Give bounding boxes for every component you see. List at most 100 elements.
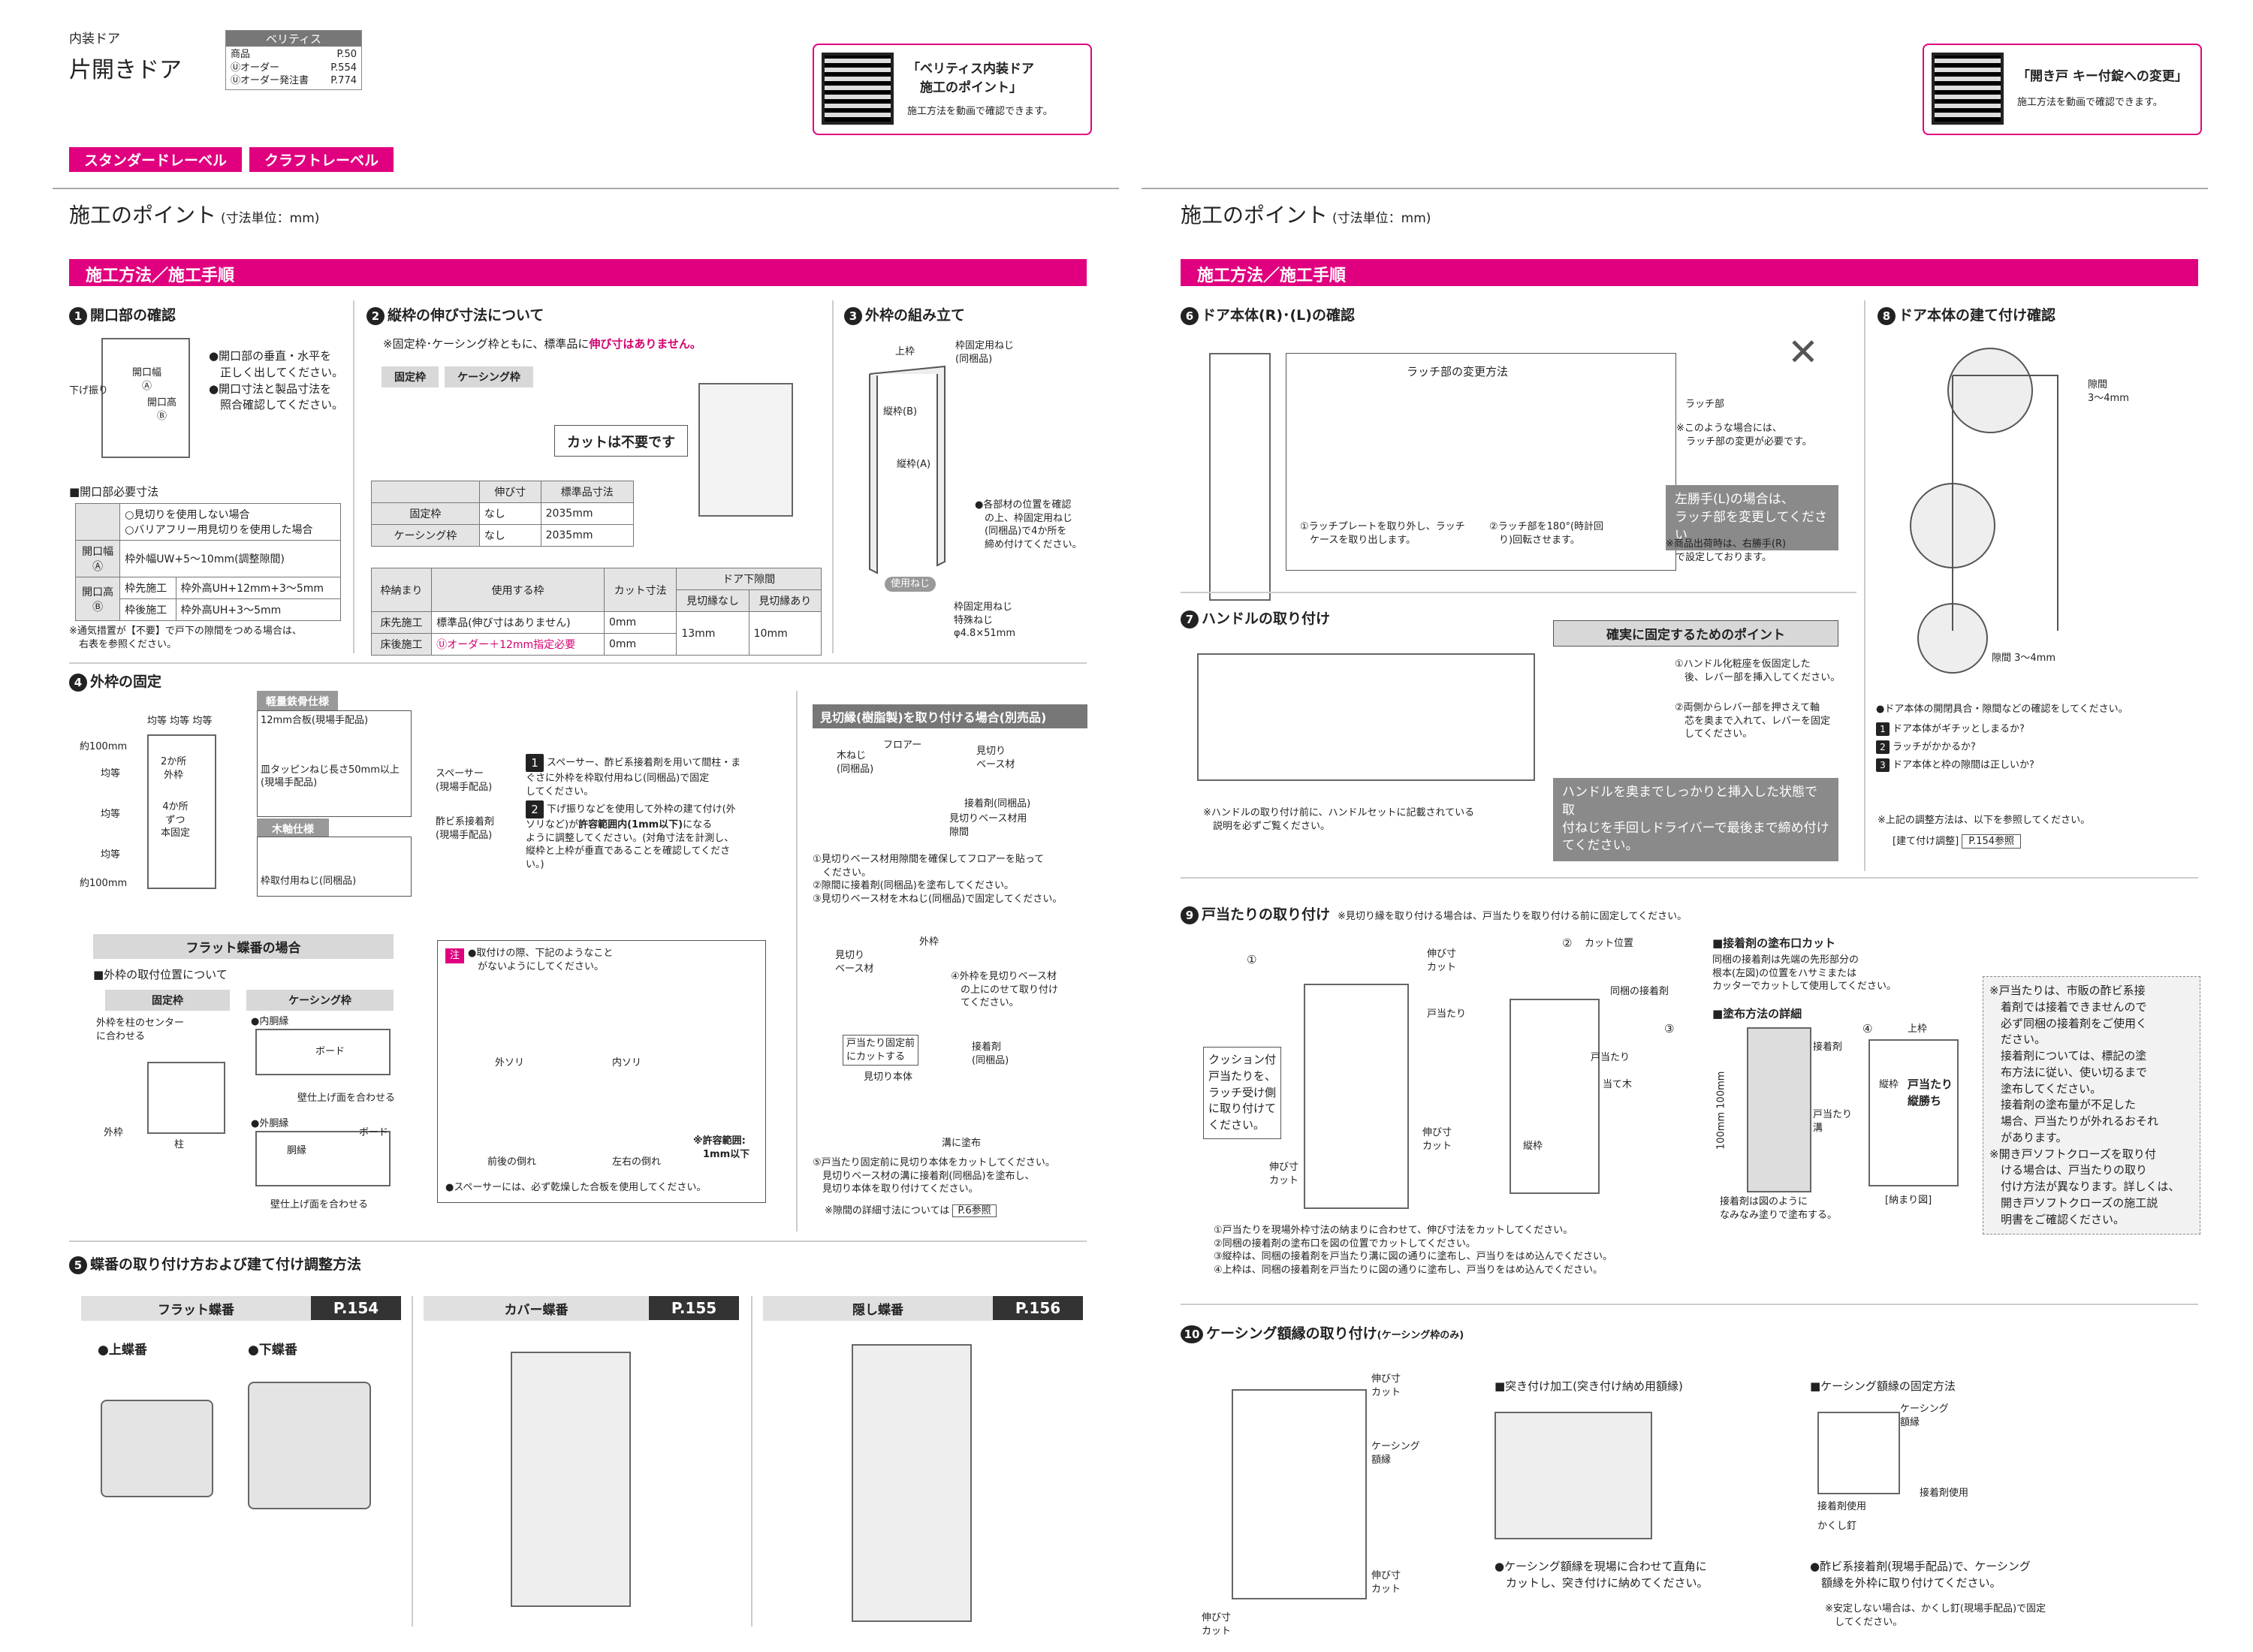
qr-code-icon[interactable] (1932, 53, 2004, 125)
qr-title: 「ベリティス内装ドア 施工のポイント」 (907, 62, 1034, 95)
ref-page[interactable]: P.554 (330, 62, 357, 74)
label-f-nail: かくし釘 (1817, 1521, 1857, 1532)
casing-drawing (1232, 1389, 1367, 1599)
brand-label: ベリティス (226, 31, 361, 47)
label-side-a: 縦枠(A) (897, 459, 931, 470)
point-heading: 確実に固定するためのポイント (1553, 620, 1838, 647)
handle-drawing (1197, 653, 1535, 781)
label-win: 戸当たり 縦勝ち (1908, 1078, 1953, 1108)
handle-note: ※ハンドルの取り付け前に、ハンドルセットに記載されている 説明を必ずご覧ください… (1203, 807, 1475, 832)
label-latch: ラッチ部 (1685, 399, 1725, 410)
label-stop2: 戸当たり (1591, 1052, 1630, 1063)
step1-bullets: ●開口部の垂直・水平を 正しく出してください。 ●開口寸法と製品寸法を 照合確認… (209, 349, 344, 412)
label-outer-frame: 外枠 (919, 936, 940, 948)
section-drawing (147, 1062, 225, 1134)
label-base: 見切り ベース材 (976, 746, 1015, 770)
label-fur: 胴縁 (287, 1145, 307, 1156)
hinge-cover: カバー蝶番 (424, 1296, 649, 1321)
label-n4: ④ (1862, 1022, 1873, 1036)
flat-hinge-heading: フラット蝶番の場合 (93, 934, 394, 959)
latch-box: ラッチ部の変更方法 ①ラッチプレートを取り外し、ラッチ ケースを取り出します。 … (1286, 353, 1676, 571)
hinge-cover-page[interactable]: P.155 (649, 1296, 739, 1320)
label-allow: ※許容範囲: 1mm以下 (693, 1135, 750, 1160)
qr-card-2[interactable]: 「開き戸 キー付錠への変更」 施工方法を動画で確認できます。 (1923, 44, 2202, 135)
label-height: 開口高 Ⓑ (147, 397, 177, 422)
step3-bullet: ●各部材の位置を確認 の上、枠固定用ねじ (同梱品)で4か所を 締め付けてくださ… (975, 499, 1082, 550)
mikiri-steps2: ⑤戸当たり固定前に見切り本体をカットしてください。 見切りベース材の溝に接着剤(… (813, 1157, 1055, 1195)
ref-page[interactable]: P.774 (330, 75, 357, 87)
label-fix4: 4か所 ずつ 本固定 (161, 801, 191, 840)
label-gap: 見切りベース材用 隙間 (949, 813, 1027, 838)
step9-side-note: ※戸当たりは、市販の酢ビ系接 着剤では接着できませんので 必ず同梱の接着剤をご使… (1983, 976, 2200, 1235)
tab-casing-frame[interactable]: ケーシング枠 (445, 366, 533, 387)
mikiri-steps1: ①見切りベース材用隙間を確保してフロアーを貼って ください。 ②隙間に接着剤(同… (813, 854, 1063, 905)
label-screw: 木ねじ (同梱品) (837, 750, 874, 775)
hinge-hidden-page[interactable]: P.156 (993, 1296, 1083, 1320)
adh-text: 同梱の接着剤は先端の先形部分の 根本(左図)の位置をハサミまたは カッターでカッ… (1712, 954, 1897, 993)
label-spacer: スペーサー (現場手配品) (436, 768, 493, 793)
label-tag-standard[interactable]: スタンダードレーベル (69, 147, 243, 172)
label-tag-craft[interactable]: クラフトレーベル (249, 147, 394, 172)
gap-table: 枠納まり使用する枠カット寸法ドア下隙間 見切縁なし見切縁あり 床先施工標準品(伸… (370, 568, 822, 656)
door-drawing (1209, 353, 1271, 601)
hinge-flat-page[interactable]: P.154 (311, 1296, 401, 1320)
close-icon: ✕ (1787, 330, 1819, 374)
qr-code-icon[interactable] (822, 53, 894, 125)
label-tate: 縦枠 (1523, 1141, 1543, 1152)
wood-box: 枠取付用ねじ(同梱品) (257, 837, 412, 897)
fix-title: ■ケーシング額縁の固定方法 (1810, 1379, 1956, 1393)
qr-title: 「開き戸 キー付錠への変更」 (2017, 69, 2188, 84)
ref-label: Ⓤオーダー発注書 (231, 75, 309, 87)
coat-foot: 接着剤は図のように なみなみ塗りで塗布する。 (1720, 1196, 1838, 1221)
section-bar: 施工方法／施工手順 (69, 259, 1087, 286)
qr-card-1[interactable]: 「ベリティス内装ドア 施工のポイント」 施工方法を動画で確認できます。 (813, 44, 1092, 135)
gap-bottom: 隙間 3～4mm (1992, 653, 2056, 664)
label-f-glue1: 接着剤使用 (1920, 1488, 1969, 1499)
label-f-glue2: 接着剤使用 (1817, 1501, 1867, 1512)
table-title: ■開口部必要寸法 (69, 485, 159, 499)
label-outer-fur: ●外胴縁 (251, 1118, 289, 1129)
corner-drawing (1868, 1039, 1959, 1186)
adh-title: ■接着剤の塗布口カット (1712, 936, 1836, 950)
label-n2: ② (1562, 936, 1573, 950)
label-wall1: 壁仕上げ面を合わせる (297, 1093, 396, 1104)
label-fix-screw: 枠固定用ねじ (同梱品) (955, 340, 1015, 365)
label-top-frame: 上枠 (1908, 1023, 1928, 1035)
coat-drawing (1747, 1027, 1811, 1192)
door-clearance-drawing (1910, 348, 2058, 674)
top-hinge-drawing (101, 1400, 213, 1497)
label-base2: 見切り ベース材 (835, 950, 874, 975)
label-glue-tube: 同梱の接着剤 (1610, 986, 1669, 997)
spacer-note: ●スペーサーには、必ず乾燥した合板を使用してください。 (445, 1182, 707, 1193)
caution-box: 注 ●取付けの際、下記のようなこと がないようにしてください。 外ソリ 内ソリ … (437, 940, 766, 1203)
flat-subtitle: ■外枠の取付位置について (93, 968, 228, 981)
label-cut3: 伸び寸 カット (1202, 1612, 1232, 1637)
section-heading: 施工のポイント(寸法単位：mm) (1181, 203, 1431, 228)
dim-100-top: 約100mm (80, 741, 128, 752)
label-c-dim: 100mm 100mm (1715, 1071, 1727, 1150)
tab-fixed-frame[interactable]: 固定枠 (382, 366, 439, 387)
label-adh2: 接着剤 (同梱品) (972, 1042, 1009, 1066)
label-bottom-hinge: ●下蝶番 (248, 1343, 297, 1358)
fix-drawing (1817, 1412, 1900, 1494)
hinge-hidden: 隠し蝶番 (763, 1296, 993, 1321)
latch-gbox: 左勝手(L)の場合は、 ラッチ部を変更してください (1666, 485, 1838, 551)
handle-gbox: ハンドルを奥までしっかりと挿入した状態で取 付ねじを手回しドライバーで最後まで締… (1553, 778, 1838, 862)
label-board: ボード (315, 1046, 345, 1057)
ref-label: Ⓤオーダー (231, 62, 280, 74)
label-mikiri-body: 見切り本体 (864, 1072, 913, 1083)
ref-page[interactable]: P.50 (336, 49, 357, 60)
label-adh: 接着剤(同梱品) (964, 798, 1031, 809)
bottom-hinge-drawing (248, 1382, 371, 1509)
cover-hinge-drawing (511, 1352, 631, 1607)
label-groove: 溝に塗布 (942, 1138, 982, 1149)
qr-sub: 施工方法を動画で確認できます。 (2017, 97, 2163, 108)
